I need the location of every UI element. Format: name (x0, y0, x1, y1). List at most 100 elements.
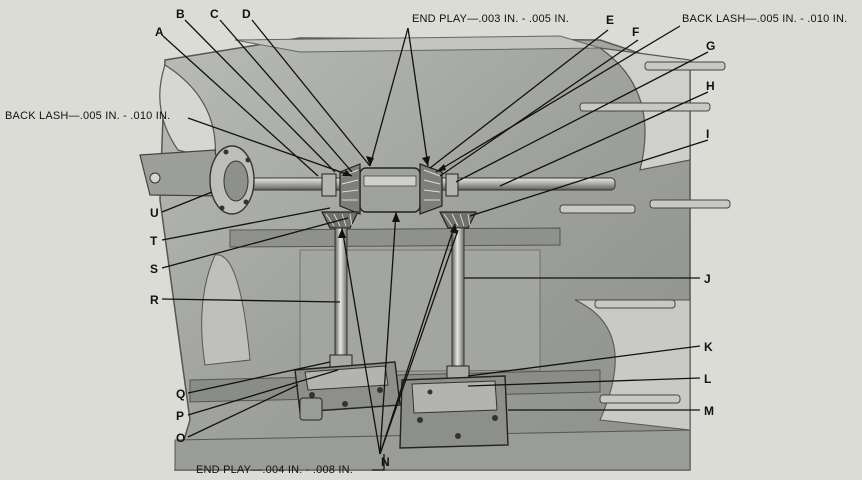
arrowhead (342, 170, 352, 176)
mounting-studs (559, 61, 731, 404)
block-lower-cavity (201, 254, 251, 366)
cover-bolt (243, 199, 249, 205)
label-f: F (632, 25, 639, 39)
label-u: U (150, 206, 159, 220)
leader-i (469, 139, 709, 217)
label-b: B (176, 7, 185, 21)
shaft-collar-right (445, 173, 459, 197)
arrowhead (338, 228, 346, 238)
shaft-collar-left (321, 173, 337, 197)
label-g: G (706, 39, 715, 53)
label-a: A (155, 25, 164, 39)
block-left-flange (139, 149, 223, 197)
stud (559, 204, 636, 214)
leader-b (184, 19, 336, 173)
leader-o (187, 384, 299, 438)
label-c: C (210, 7, 219, 21)
right-pump-bolt (427, 389, 433, 395)
right-driven-gear-teeth (443, 213, 471, 227)
leader-a (162, 35, 319, 177)
left-pump-bolt (342, 401, 348, 407)
leader-t (161, 207, 331, 241)
stud (644, 61, 726, 71)
label-r: R (150, 293, 159, 307)
leader-k (467, 345, 701, 377)
leader-back-lash-left (187, 117, 353, 177)
label-i: I (706, 127, 709, 141)
stud (599, 394, 681, 404)
right-pump-assembly (399, 211, 509, 449)
shaft-end-cover-inner (223, 160, 249, 202)
label-q: Q (176, 387, 185, 401)
right-pump-bolt (455, 433, 461, 439)
arrowhead (392, 212, 400, 222)
stud (579, 102, 711, 112)
end-play-bottom-note: END PLAY—.004 IN. - .008 IN. (196, 464, 353, 476)
block-base (174, 429, 691, 471)
left-pump-bolt (309, 392, 315, 398)
bearing-housing-band (363, 175, 417, 187)
right-gear-teeth (423, 169, 441, 201)
engine-block (139, 35, 691, 471)
label-e: E (606, 13, 614, 27)
leader-end-play-top-right (407, 27, 429, 167)
leader-n-4 (379, 229, 459, 455)
label-s: S (150, 262, 158, 276)
right-pump-bolt (492, 415, 498, 421)
cover-bolt (223, 149, 229, 155)
back-lash-right-note: BACK LASH—.005 IN. - .010 IN. (682, 13, 847, 25)
arrowhead (366, 156, 374, 166)
label-k: K (704, 340, 713, 354)
label-p: P (176, 409, 184, 423)
label-m: M (704, 404, 714, 418)
label-j: J (704, 272, 711, 286)
right-bevel-gear (419, 163, 443, 215)
leader-q (187, 361, 331, 394)
leader-d (251, 19, 371, 167)
leader-l (467, 377, 701, 387)
leader-end-play-top-left (369, 27, 409, 167)
stud (649, 199, 731, 209)
arrowheads (338, 156, 458, 238)
label-o: O (176, 431, 185, 445)
leader-s (161, 217, 349, 269)
leader-end-play-bottom (372, 454, 385, 471)
leader-g (455, 51, 709, 183)
leader-n-3 (379, 223, 456, 455)
flange-hole (149, 172, 161, 184)
left-pump-outlet (299, 397, 323, 421)
cover-bolt (245, 157, 251, 163)
leader-lines (161, 19, 709, 471)
leader-p (187, 369, 339, 416)
central-bearing-housing (359, 167, 421, 213)
end-play-top-note: END PLAY—.003 IN. - .005 IN. (412, 13, 569, 25)
leader-e (429, 29, 609, 169)
arrowhead (422, 156, 430, 166)
back-lash-left-note: BACK LASH—.005 IN. - .010 IN. (5, 110, 170, 122)
label-h: H (706, 79, 715, 93)
left-pump-bolt (377, 387, 383, 393)
left-gear-teeth (341, 169, 359, 201)
left-pump-cover (304, 365, 389, 391)
label-t: T (150, 234, 158, 248)
leader-r (161, 298, 341, 303)
leader-h (499, 91, 709, 187)
label-n: N (381, 455, 390, 469)
tolerance-annotations: END PLAY—.003 IN. - .005 IN. BACK LASH—.… (5, 13, 847, 476)
block-inner-rib (229, 227, 561, 248)
cover-bolt (219, 205, 225, 211)
label-l: L (704, 372, 711, 386)
left-bevel-gear (339, 163, 361, 215)
leader-n-1 (341, 227, 381, 455)
stud (594, 299, 676, 309)
leader-f (439, 39, 639, 177)
leader-back-lash-right (435, 25, 681, 173)
arrowhead (436, 164, 446, 172)
leader-c (219, 19, 353, 173)
left-pump-assembly (294, 211, 401, 421)
leader-u (161, 191, 213, 213)
label-d: D (242, 7, 251, 21)
right-pump-bolt (417, 417, 423, 423)
